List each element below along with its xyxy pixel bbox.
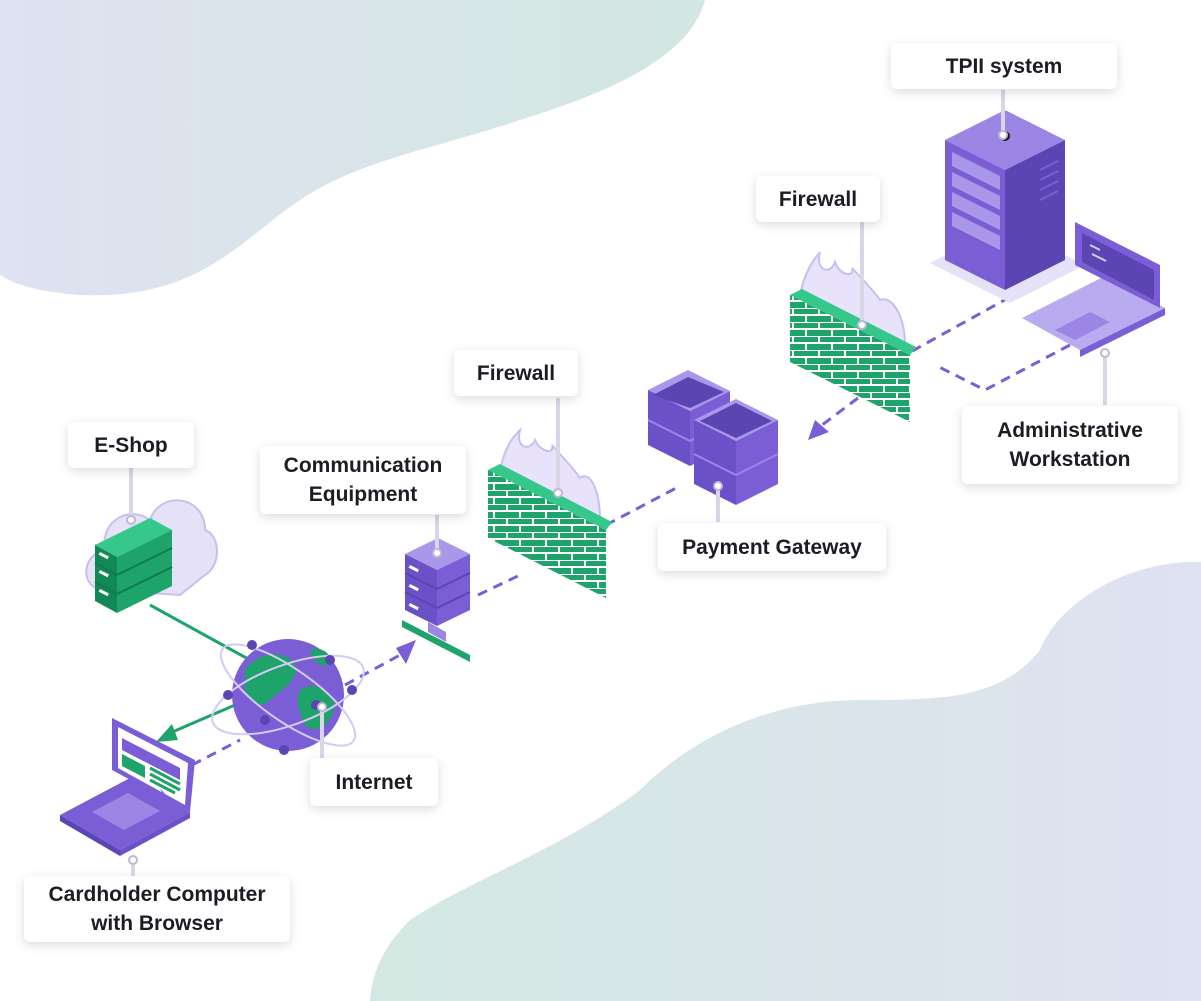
label-communication-equipment-line1: Communication bbox=[283, 454, 443, 477]
arrowhead-green bbox=[156, 724, 178, 742]
connection-internet-cardholder bbox=[169, 703, 236, 735]
label-internet-text: Internet bbox=[335, 770, 413, 794]
communication-equipment-icon bbox=[402, 538, 471, 662]
label-administrative-workstation-line2: Workstation bbox=[1009, 448, 1131, 471]
label-tpii-system: TPII system bbox=[891, 43, 1117, 89]
connection-firewall-gateway bbox=[605, 484, 681, 527]
connection-cardholder-internet bbox=[191, 738, 241, 767]
background-blob-top-left bbox=[0, 0, 705, 296]
label-communication-equipment: Communication Equipment bbox=[260, 446, 466, 514]
label-e-shop: E-Shop bbox=[68, 422, 194, 468]
label-payment-gateway: Payment Gateway bbox=[658, 523, 886, 571]
arrowhead-purple-communication bbox=[396, 640, 416, 664]
label-internet: Internet bbox=[310, 758, 438, 806]
label-communication-equipment-line2: Equipment bbox=[308, 483, 418, 506]
label-cardholder-computer-line1: Cardholder Computer bbox=[48, 883, 266, 906]
label-tpii-system-text: TPII system bbox=[945, 54, 1063, 78]
tpii-server-icon bbox=[930, 110, 1085, 303]
laptop-icon bbox=[60, 718, 195, 856]
label-administrative-workstation-line1: Administrative bbox=[997, 419, 1143, 442]
label-administrative-workstation: Administrative Workstation bbox=[962, 406, 1178, 484]
label-cardholder-computer: Cardholder Computer with Browser bbox=[24, 876, 290, 942]
globe-icon bbox=[211, 639, 365, 755]
firewall-icon-right bbox=[790, 251, 916, 422]
label-firewall-right-text: Firewall bbox=[778, 187, 858, 211]
background-blob-bottom-right bbox=[370, 561, 1201, 1001]
payment-gateway-icon bbox=[647, 370, 779, 505]
connections bbox=[149, 295, 1071, 767]
connection-firewall-right-gateway bbox=[821, 396, 859, 427]
arrowhead-purple-gateway bbox=[808, 420, 829, 440]
connection-tpii-firewall bbox=[904, 295, 1011, 357]
e-shop-icon bbox=[85, 499, 218, 613]
label-firewall-left: Firewall bbox=[454, 350, 578, 396]
label-firewall-right: Firewall bbox=[756, 176, 880, 222]
connection-eshop-internet bbox=[149, 603, 251, 662]
label-cardholder-computer-line2: with Browser bbox=[91, 912, 223, 935]
label-anchor-dots bbox=[126, 130, 1110, 865]
label-firewall-left-text: Firewall bbox=[476, 361, 556, 385]
connection-workstation-firewall bbox=[934, 343, 1071, 392]
label-e-shop-text: E-Shop bbox=[94, 433, 168, 457]
connection-communication-firewall bbox=[477, 573, 521, 597]
admin-laptop-icon bbox=[1022, 222, 1165, 357]
connection-internet-communication bbox=[344, 653, 401, 687]
label-payment-gateway-text: Payment Gateway bbox=[682, 535, 862, 559]
firewall-icon-left bbox=[488, 426, 612, 598]
